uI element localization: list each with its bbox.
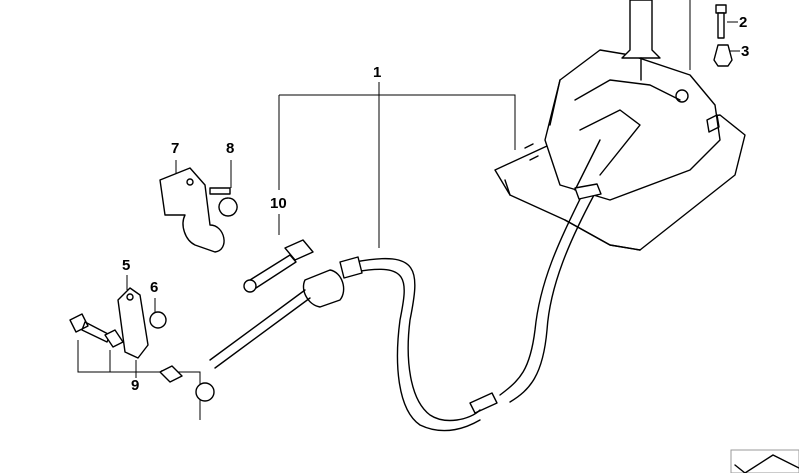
callout-10: 10 [270,195,287,212]
callout-6: 6 [150,279,159,296]
shift-cable [209,183,602,432]
nut-part-6 [149,311,167,329]
callout-8: 8 [226,140,235,157]
callout-1: 1 [373,64,382,81]
callout-3: 3 [741,43,750,60]
callout-9: 9 [131,377,140,394]
callout-2: 2 [739,14,748,31]
screw-set-part-9 [69,313,215,402]
shifter-housing [494,0,746,251]
pin-part-10 [243,239,314,293]
bracket-part-7 [159,167,225,253]
lever-part-5 [117,287,149,359]
nut-part-3 [713,44,733,67]
callout-7: 7 [171,140,180,157]
callout-5: 5 [122,257,131,274]
bolt-part-8 [209,187,238,217]
diagram-corner-icon [730,449,799,473]
bolt-part-2 [715,4,727,39]
